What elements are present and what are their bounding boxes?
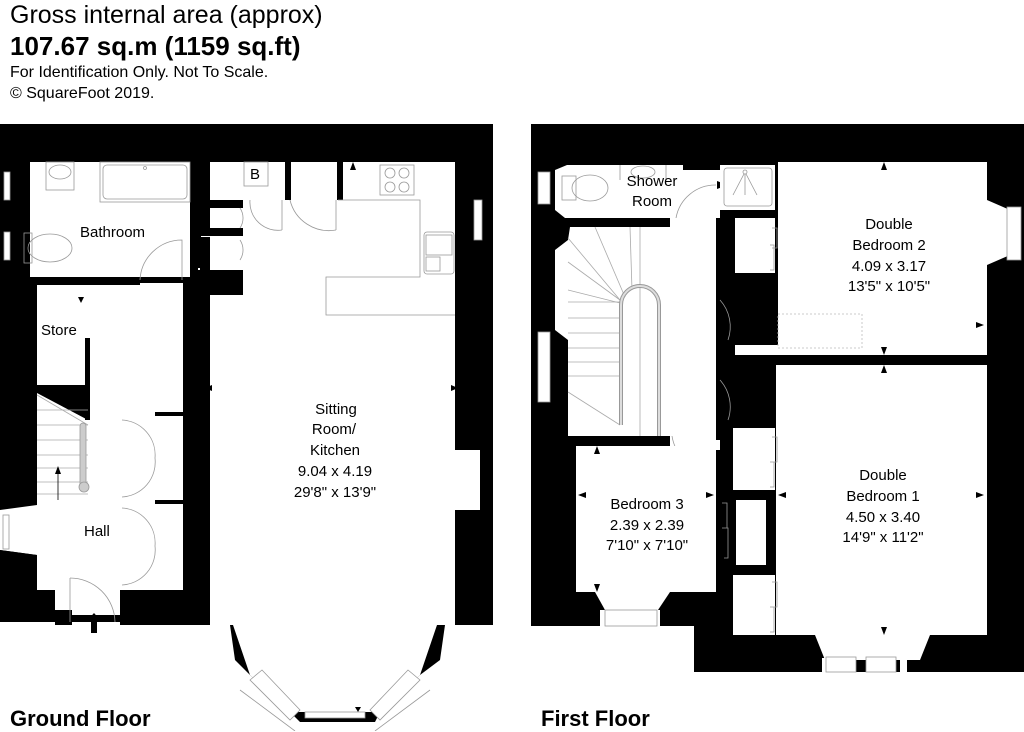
ground-floor-label: Ground Floor bbox=[10, 706, 151, 731]
ground-floor-plan: B bbox=[0, 124, 493, 731]
svg-text:7'10" x 7'10": 7'10" x 7'10" bbox=[606, 537, 688, 554]
svg-text:Bedroom 3: Bedroom 3 bbox=[610, 496, 683, 513]
boiler-label: B bbox=[250, 166, 260, 183]
first-floor-label: First Floor bbox=[541, 706, 650, 731]
svg-text:Bedroom 2: Bedroom 2 bbox=[852, 237, 925, 254]
svg-text:9.04 x 4.19: 9.04 x 4.19 bbox=[298, 463, 372, 480]
copyright: © SquareFoot 2019. bbox=[10, 85, 155, 102]
area-value: 107.67 sq.m (1159 sq.ft) bbox=[10, 31, 301, 61]
svg-text:Bedroom 1: Bedroom 1 bbox=[846, 488, 919, 505]
svg-text:13'5" x 10'5": 13'5" x 10'5" bbox=[848, 278, 930, 295]
svg-text:Shower: Shower bbox=[627, 173, 678, 190]
store-label: Store bbox=[41, 322, 77, 339]
first-floor-plan bbox=[531, 124, 1024, 673]
svg-text:Room/: Room/ bbox=[312, 421, 357, 438]
bathroom-label: Bathroom bbox=[80, 224, 145, 241]
double-bedroom-1-label: Double Bedroom 1 4.50 x 3.40 14'9" x 11'… bbox=[842, 467, 923, 546]
area-title: Gross internal area (approx) bbox=[10, 1, 323, 29]
svg-text:14'9" x 11'2": 14'9" x 11'2" bbox=[842, 529, 923, 546]
svg-text:4.50 x 3.40: 4.50 x 3.40 bbox=[846, 509, 920, 526]
disclaimer: For Identification Only. Not To Scale. bbox=[10, 64, 269, 81]
hall-label: Hall bbox=[84, 523, 110, 540]
shower-room-label: Shower Room bbox=[627, 173, 678, 210]
double-bedroom-2-label: Double Bedroom 2 4.09 x 3.17 13'5" x 10'… bbox=[848, 216, 930, 295]
bedroom-3-label: Bedroom 3 2.39 x 2.39 7'10" x 7'10" bbox=[606, 496, 688, 554]
svg-text:Sitting: Sitting bbox=[315, 401, 357, 418]
svg-text:29'8" x 13'9": 29'8" x 13'9" bbox=[294, 484, 376, 501]
svg-text:Room: Room bbox=[632, 193, 672, 210]
svg-text:Double: Double bbox=[859, 467, 907, 484]
header: Gross internal area (approx) 107.67 sq.m… bbox=[10, 0, 323, 104]
svg-text:4.09 x 3.17: 4.09 x 3.17 bbox=[852, 258, 926, 275]
svg-text:Double: Double bbox=[865, 216, 913, 233]
entrance-arrow-icon bbox=[86, 613, 102, 633]
svg-text:Kitchen: Kitchen bbox=[310, 442, 360, 459]
sitting-room-kitchen-label: Sitting Room/ Kitchen 9.04 x 4.19 29'8" … bbox=[294, 401, 376, 501]
svg-text:2.39 x 2.39: 2.39 x 2.39 bbox=[610, 517, 684, 534]
